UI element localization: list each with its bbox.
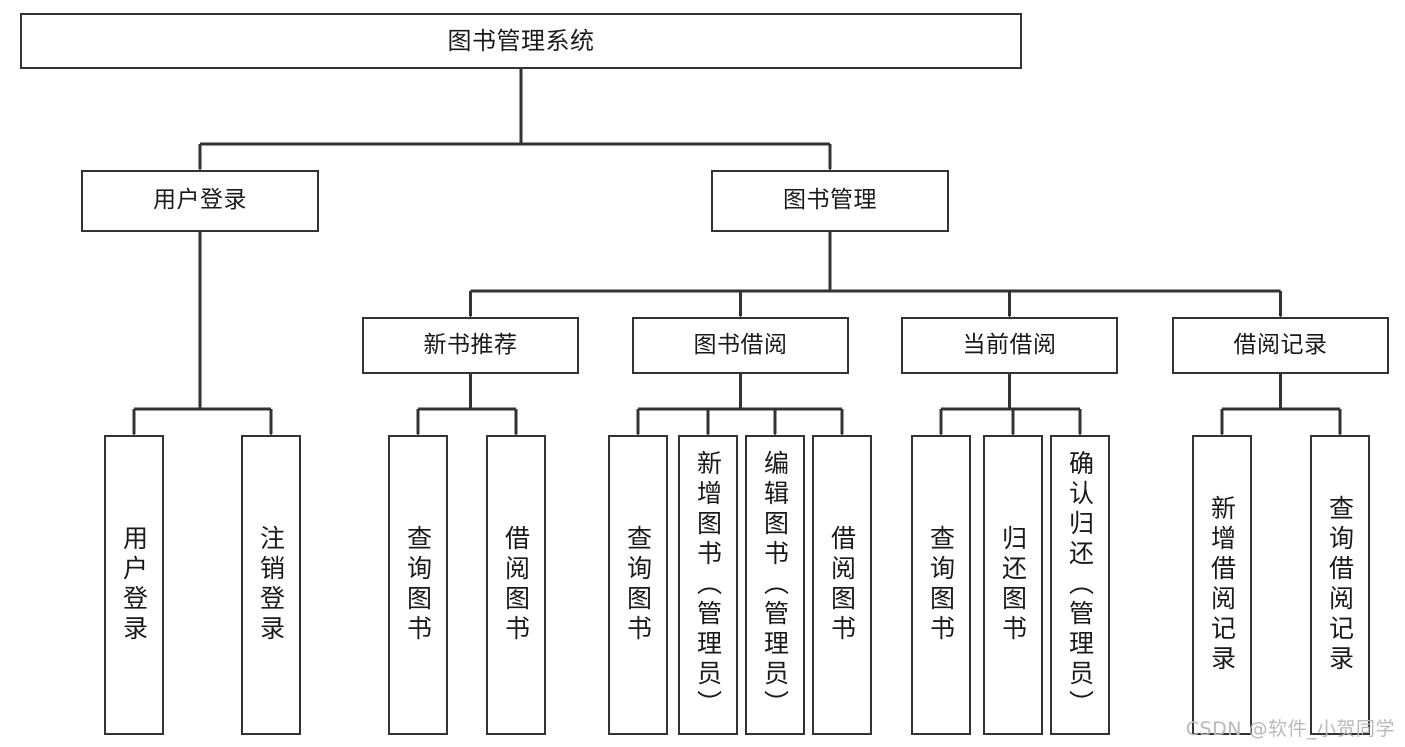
- node-leaf-return-book[interactable]: 归还图书: [983, 435, 1043, 735]
- node-leaf-add-record-label: 新增借阅记录: [1207, 495, 1237, 675]
- node-leaf-logout[interactable]: 注销登录: [241, 435, 301, 735]
- node-leaf-query-book-1-label: 查询图书: [403, 525, 433, 645]
- node-book-borrow-label: 图书借阅: [693, 331, 788, 358]
- node-leaf-edit-book-label: 编辑图书（管理员）: [760, 450, 790, 720]
- node-leaf-return-book-label: 归还图书: [998, 525, 1028, 645]
- node-current-borrow[interactable]: 当前借阅: [901, 317, 1118, 374]
- node-leaf-query-record[interactable]: 查询借阅记录: [1310, 435, 1370, 735]
- node-leaf-query-book-3[interactable]: 查询图书: [911, 435, 971, 735]
- node-leaf-borrow-book-1-label: 借阅图书: [501, 525, 531, 645]
- node-leaf-user-login-label: 用户登录: [119, 525, 149, 645]
- node-root-label: 图书管理系统: [447, 26, 595, 55]
- node-leaf-query-book-2[interactable]: 查询图书: [608, 435, 668, 735]
- node-leaf-user-login[interactable]: 用户登录: [104, 435, 164, 735]
- node-book-manage[interactable]: 图书管理: [711, 170, 949, 232]
- node-leaf-logout-label: 注销登录: [256, 525, 286, 645]
- node-current-borrow-label: 当前借阅: [962, 331, 1057, 358]
- node-leaf-confirm-return-label: 确认归还（管理员）: [1065, 450, 1095, 720]
- node-leaf-edit-book[interactable]: 编辑图书（管理员）: [745, 435, 805, 735]
- node-leaf-query-book-2-label: 查询图书: [623, 525, 653, 645]
- node-leaf-confirm-return[interactable]: 确认归还（管理员）: [1050, 435, 1110, 735]
- node-leaf-borrow-book-2[interactable]: 借阅图书: [812, 435, 872, 735]
- node-book-borrow[interactable]: 图书借阅: [632, 317, 849, 374]
- node-root[interactable]: 图书管理系统: [20, 13, 1022, 69]
- node-borrow-record[interactable]: 借阅记录: [1172, 317, 1389, 374]
- node-user-login[interactable]: 用户登录: [81, 170, 319, 232]
- node-new-book-recommend[interactable]: 新书推荐: [362, 317, 579, 374]
- node-leaf-query-record-label: 查询借阅记录: [1325, 495, 1355, 675]
- node-book-manage-label: 图书管理: [783, 187, 877, 214]
- node-leaf-borrow-book-1[interactable]: 借阅图书: [486, 435, 546, 735]
- node-leaf-add-book-label: 新增图书（管理员）: [693, 450, 723, 720]
- node-leaf-borrow-book-2-label: 借阅图书: [827, 525, 857, 645]
- node-leaf-add-record[interactable]: 新增借阅记录: [1192, 435, 1252, 735]
- node-new-book-recommend-label: 新书推荐: [423, 331, 518, 358]
- watermark-label: CSDN @软件_小贺同学: [1185, 718, 1395, 740]
- node-leaf-query-book-1[interactable]: 查询图书: [388, 435, 448, 735]
- node-user-login-label: 用户登录: [153, 187, 247, 214]
- node-leaf-query-book-3-label: 查询图书: [926, 525, 956, 645]
- node-leaf-add-book[interactable]: 新增图书（管理员）: [678, 435, 738, 735]
- node-borrow-record-label: 借阅记录: [1233, 331, 1328, 358]
